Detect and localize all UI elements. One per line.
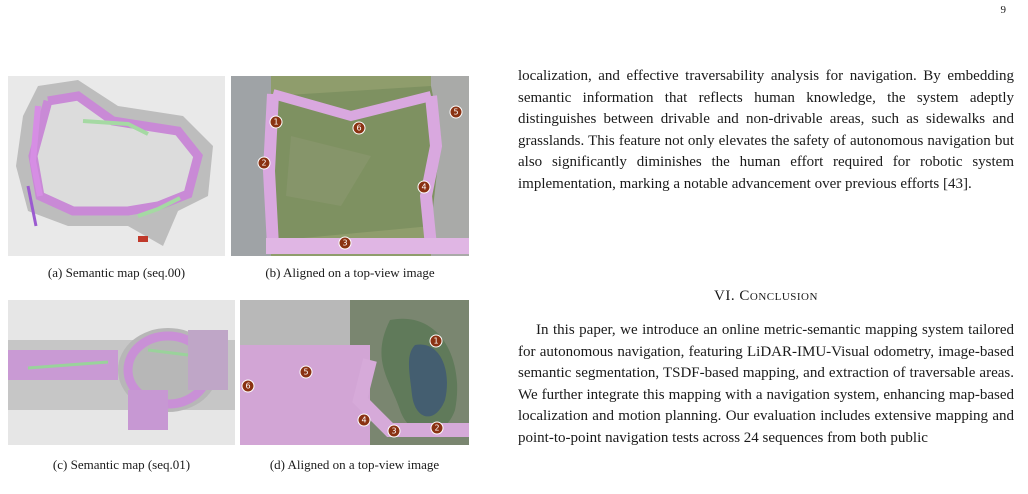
marker-5: 5 (449, 105, 463, 119)
marker-6: 6 (352, 121, 366, 135)
svg-text:2: 2 (261, 159, 266, 168)
paragraph-conclusion: In this paper, we introduce an online me… (518, 322, 1014, 446)
figure-b-caption: (b) Aligned on a top-view image (265, 265, 435, 280)
figure-a-semantic-map (8, 76, 225, 256)
figure-c-caption: (c) Semantic map (seq.01) (52, 457, 191, 472)
svg-text:6: 6 (245, 382, 250, 391)
svg-text:4: 4 (421, 183, 426, 192)
marker-5: 5 (299, 365, 313, 379)
paragraph-traversability: localization, and effective traversabili… (518, 68, 1014, 192)
figure-a-caption: (a) Semantic map (seq.00) (47, 265, 186, 280)
svg-text:3: 3 (391, 427, 396, 436)
marker-1: 1 (429, 334, 443, 348)
marker-6: 6 (241, 379, 255, 393)
svg-text:1: 1 (433, 337, 438, 346)
figure-b-top-view: 1 2 3 4 5 6 (231, 76, 469, 256)
section-title: VI. Conclusion (714, 288, 818, 304)
figure-d-caption: (d) Aligned on a top-view image (269, 457, 440, 472)
svg-text:4: 4 (361, 416, 366, 425)
marker-1: 1 (269, 115, 283, 129)
section-heading-conclusion: VI. Conclusion (518, 288, 1014, 305)
svg-text:5: 5 (303, 368, 308, 377)
marker-4: 4 (417, 180, 431, 194)
svg-text:2: 2 (434, 424, 439, 433)
marker-2: 2 (257, 156, 271, 170)
svg-text:1: 1 (273, 118, 278, 127)
marker-2: 2 (430, 421, 444, 435)
page-number: 9 (1000, 4, 1007, 16)
svg-text:6: 6 (356, 124, 361, 133)
marker-3: 3 (338, 236, 352, 250)
svg-text:5: 5 (453, 108, 458, 117)
marker-4: 4 (357, 413, 371, 427)
marker-3: 3 (387, 424, 401, 438)
figure-d-top-view: 1 2 3 4 5 6 (240, 300, 469, 445)
svg-text:3: 3 (342, 239, 347, 248)
figure-c-semantic-map (8, 300, 235, 445)
